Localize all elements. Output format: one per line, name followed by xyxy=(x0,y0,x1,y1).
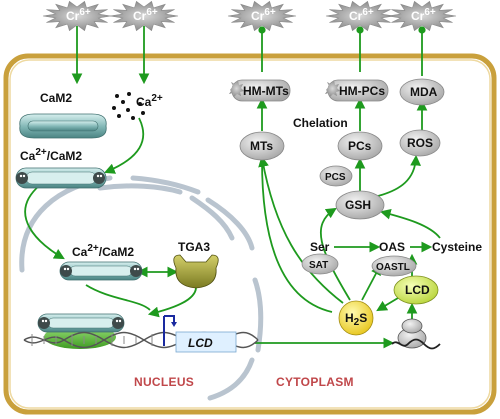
arrows xyxy=(24,26,441,349)
label-h2s: H2S xyxy=(345,311,367,328)
label-nucleus: NUCLEUS xyxy=(134,375,194,389)
label-mts: MTs xyxy=(250,139,273,153)
label-ca-cam2: Ca2+/CaM2 xyxy=(20,147,82,163)
cell-membrane xyxy=(3,53,497,415)
label-mda: MDA xyxy=(410,85,438,99)
label-oas: OAS xyxy=(379,240,405,254)
chromium-label: Cr6+ xyxy=(411,7,436,23)
chromium-burst-shape xyxy=(227,0,297,32)
label-hm-pcs: HM-PCs xyxy=(339,84,385,98)
label-chelation: Chelation xyxy=(293,116,348,130)
chromium-burst-3: Cr6+ xyxy=(227,0,297,32)
node-gsh xyxy=(335,190,385,220)
lcd-gene-box xyxy=(175,331,237,353)
promoter-flag xyxy=(163,315,177,346)
tga3-protein xyxy=(173,254,219,289)
label-ca-cam2-nuclear: Ca2+/CaM2 xyxy=(72,243,134,259)
label-lcd-gene: LCD xyxy=(188,336,213,350)
label-sat: SAT xyxy=(309,260,328,271)
label-tga3: TGA3 xyxy=(178,240,210,254)
node-h2s xyxy=(338,300,374,336)
cell-membrane-inner xyxy=(9,59,491,409)
labels: CaM2 Ca2+ Ca2+/CaM2 Ca2+/CaM2 TGA3 LCD N… xyxy=(20,84,482,389)
ca-cam2-nuclear-protein xyxy=(59,261,143,281)
chromium-burst-shape xyxy=(387,0,457,32)
node-ros xyxy=(399,129,441,157)
node-oastl xyxy=(371,255,417,277)
chromium-burst-5: Cr6+ xyxy=(387,0,457,32)
label-ros: ROS xyxy=(407,136,433,150)
chromium-burst-4: Cr6+ xyxy=(325,0,395,32)
node-pcs-enzyme xyxy=(319,165,353,187)
node-sat xyxy=(301,253,339,275)
ribosome xyxy=(391,318,441,350)
label-pcs: PCs xyxy=(348,139,372,153)
label-lcd-protein: LCD xyxy=(405,283,430,297)
node-pcs xyxy=(337,131,383,161)
nuclear-envelope xyxy=(19,175,264,401)
chromium-burst-1: Cr6+ xyxy=(42,0,112,32)
label-pcs-enzyme: PCS xyxy=(325,172,346,183)
label-oastl: OASTL xyxy=(376,262,410,273)
chromium-burst-shape xyxy=(325,0,395,32)
chromium-label: Cr6+ xyxy=(133,7,158,23)
node-mda xyxy=(399,78,445,106)
node-mts xyxy=(239,131,285,161)
label-gsh: GSH xyxy=(345,198,371,212)
label-cam2: CaM2 xyxy=(40,91,72,105)
label-ca2: Ca2+ xyxy=(136,93,163,109)
chromium-label: Cr6+ xyxy=(251,7,276,23)
label-cysteine: Cysteine xyxy=(432,240,482,254)
ca-cam2-protein xyxy=(15,167,107,189)
hm-burst-icons xyxy=(229,80,340,97)
label-ser: Ser xyxy=(310,240,330,254)
label-cytoplasm: CYTOPLASM xyxy=(276,375,354,389)
chromium-burst-shape xyxy=(109,0,179,32)
chromium-bursts: Cr6+ Cr6+ Cr6+ Cr6+ Cr6+ xyxy=(42,0,457,32)
chromium-label: Cr6+ xyxy=(66,7,91,23)
chromium-burst-shape xyxy=(42,0,112,32)
calcium-ions xyxy=(112,92,145,120)
chromium-label: Cr6+ xyxy=(349,7,374,23)
node-lcd-protein xyxy=(393,275,439,305)
label-hm-mts: HM-MTs xyxy=(243,84,289,98)
chromium-burst-2: Cr6+ xyxy=(109,0,179,32)
cam2-protein xyxy=(19,113,107,139)
